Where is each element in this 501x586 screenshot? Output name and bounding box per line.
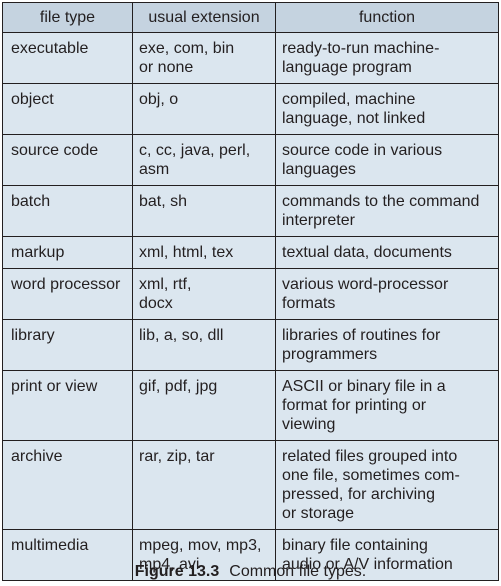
table-row: multimedia mpeg, mov, mp3, mp4, avi bina… <box>2 529 499 581</box>
table-row: executable exe, com, bin or none ready-t… <box>2 32 499 84</box>
function-cell: various word-processor formats <box>275 268 499 320</box>
file-type-cell: archive <box>2 440 133 530</box>
file-type-cell: source code <box>2 134 133 186</box>
file-type-cell: markup <box>2 236 133 269</box>
table-row: source code c, cc, java, perl, asm sourc… <box>2 134 499 186</box>
figure-caption: Figure 13.3 Common file types. <box>0 563 501 581</box>
figure-label: Figure 13.3 <box>134 563 220 580</box>
function-cell: libraries of routines for programmers <box>275 319 499 371</box>
figure-caption-text: Common file types. <box>229 563 367 580</box>
file-type-cell: library <box>2 319 133 371</box>
function-cell: commands to the command interpreter <box>275 185 499 237</box>
extension-cell: gif, pdf, jpg <box>132 370 276 441</box>
function-cell: source code in various languages <box>275 134 499 186</box>
file-type-cell: print or view <box>2 370 133 441</box>
extension-cell: xml, html, tex <box>132 236 276 269</box>
extension-cell: lib, a, so, dll <box>132 319 276 371</box>
function-cell: ASCII or binary file in a format for pri… <box>275 370 499 441</box>
extension-cell: xml, rtf, docx <box>132 268 276 320</box>
function-cell: ready-to-run machine- language program <box>275 32 499 84</box>
extension-cell: exe, com, bin or none <box>132 32 276 84</box>
table-row: object obj, o compiled, machine language… <box>2 83 499 135</box>
table-row: archive rar, zip, tar related files grou… <box>2 440 499 530</box>
column-header-usual-extension: usual extension <box>132 2 276 33</box>
file-type-cell: object <box>2 83 133 135</box>
function-cell: binary file containing audio or A/V info… <box>275 529 499 581</box>
function-cell: compiled, machine language, not linked <box>275 83 499 135</box>
extension-cell: obj, o <box>132 83 276 135</box>
extension-cell: rar, zip, tar <box>132 440 276 530</box>
function-cell: related files grouped into one file, som… <box>275 440 499 530</box>
table-row: library lib, a, so, dll libraries of rou… <box>2 319 499 371</box>
table-row: print or view gif, pdf, jpg ASCII or bin… <box>2 370 499 441</box>
file-type-cell: batch <box>2 185 133 237</box>
extension-cell: bat, sh <box>132 185 276 237</box>
table-row: batch bat, sh commands to the command in… <box>2 185 499 237</box>
file-type-cell: word processor <box>2 268 133 320</box>
file-type-cell: executable <box>2 32 133 84</box>
function-cell: textual data, documents <box>275 236 499 269</box>
file-type-cell: multimedia <box>2 529 133 581</box>
table-row: word processor xml, rtf, docx various wo… <box>2 268 499 320</box>
column-header-function: function <box>275 2 499 33</box>
table-header-row: file type usual extension function <box>2 2 499 33</box>
extension-cell: c, cc, java, perl, asm <box>132 134 276 186</box>
column-header-file-type: file type <box>2 2 133 33</box>
table-row: markup xml, html, tex textual data, docu… <box>2 236 499 269</box>
